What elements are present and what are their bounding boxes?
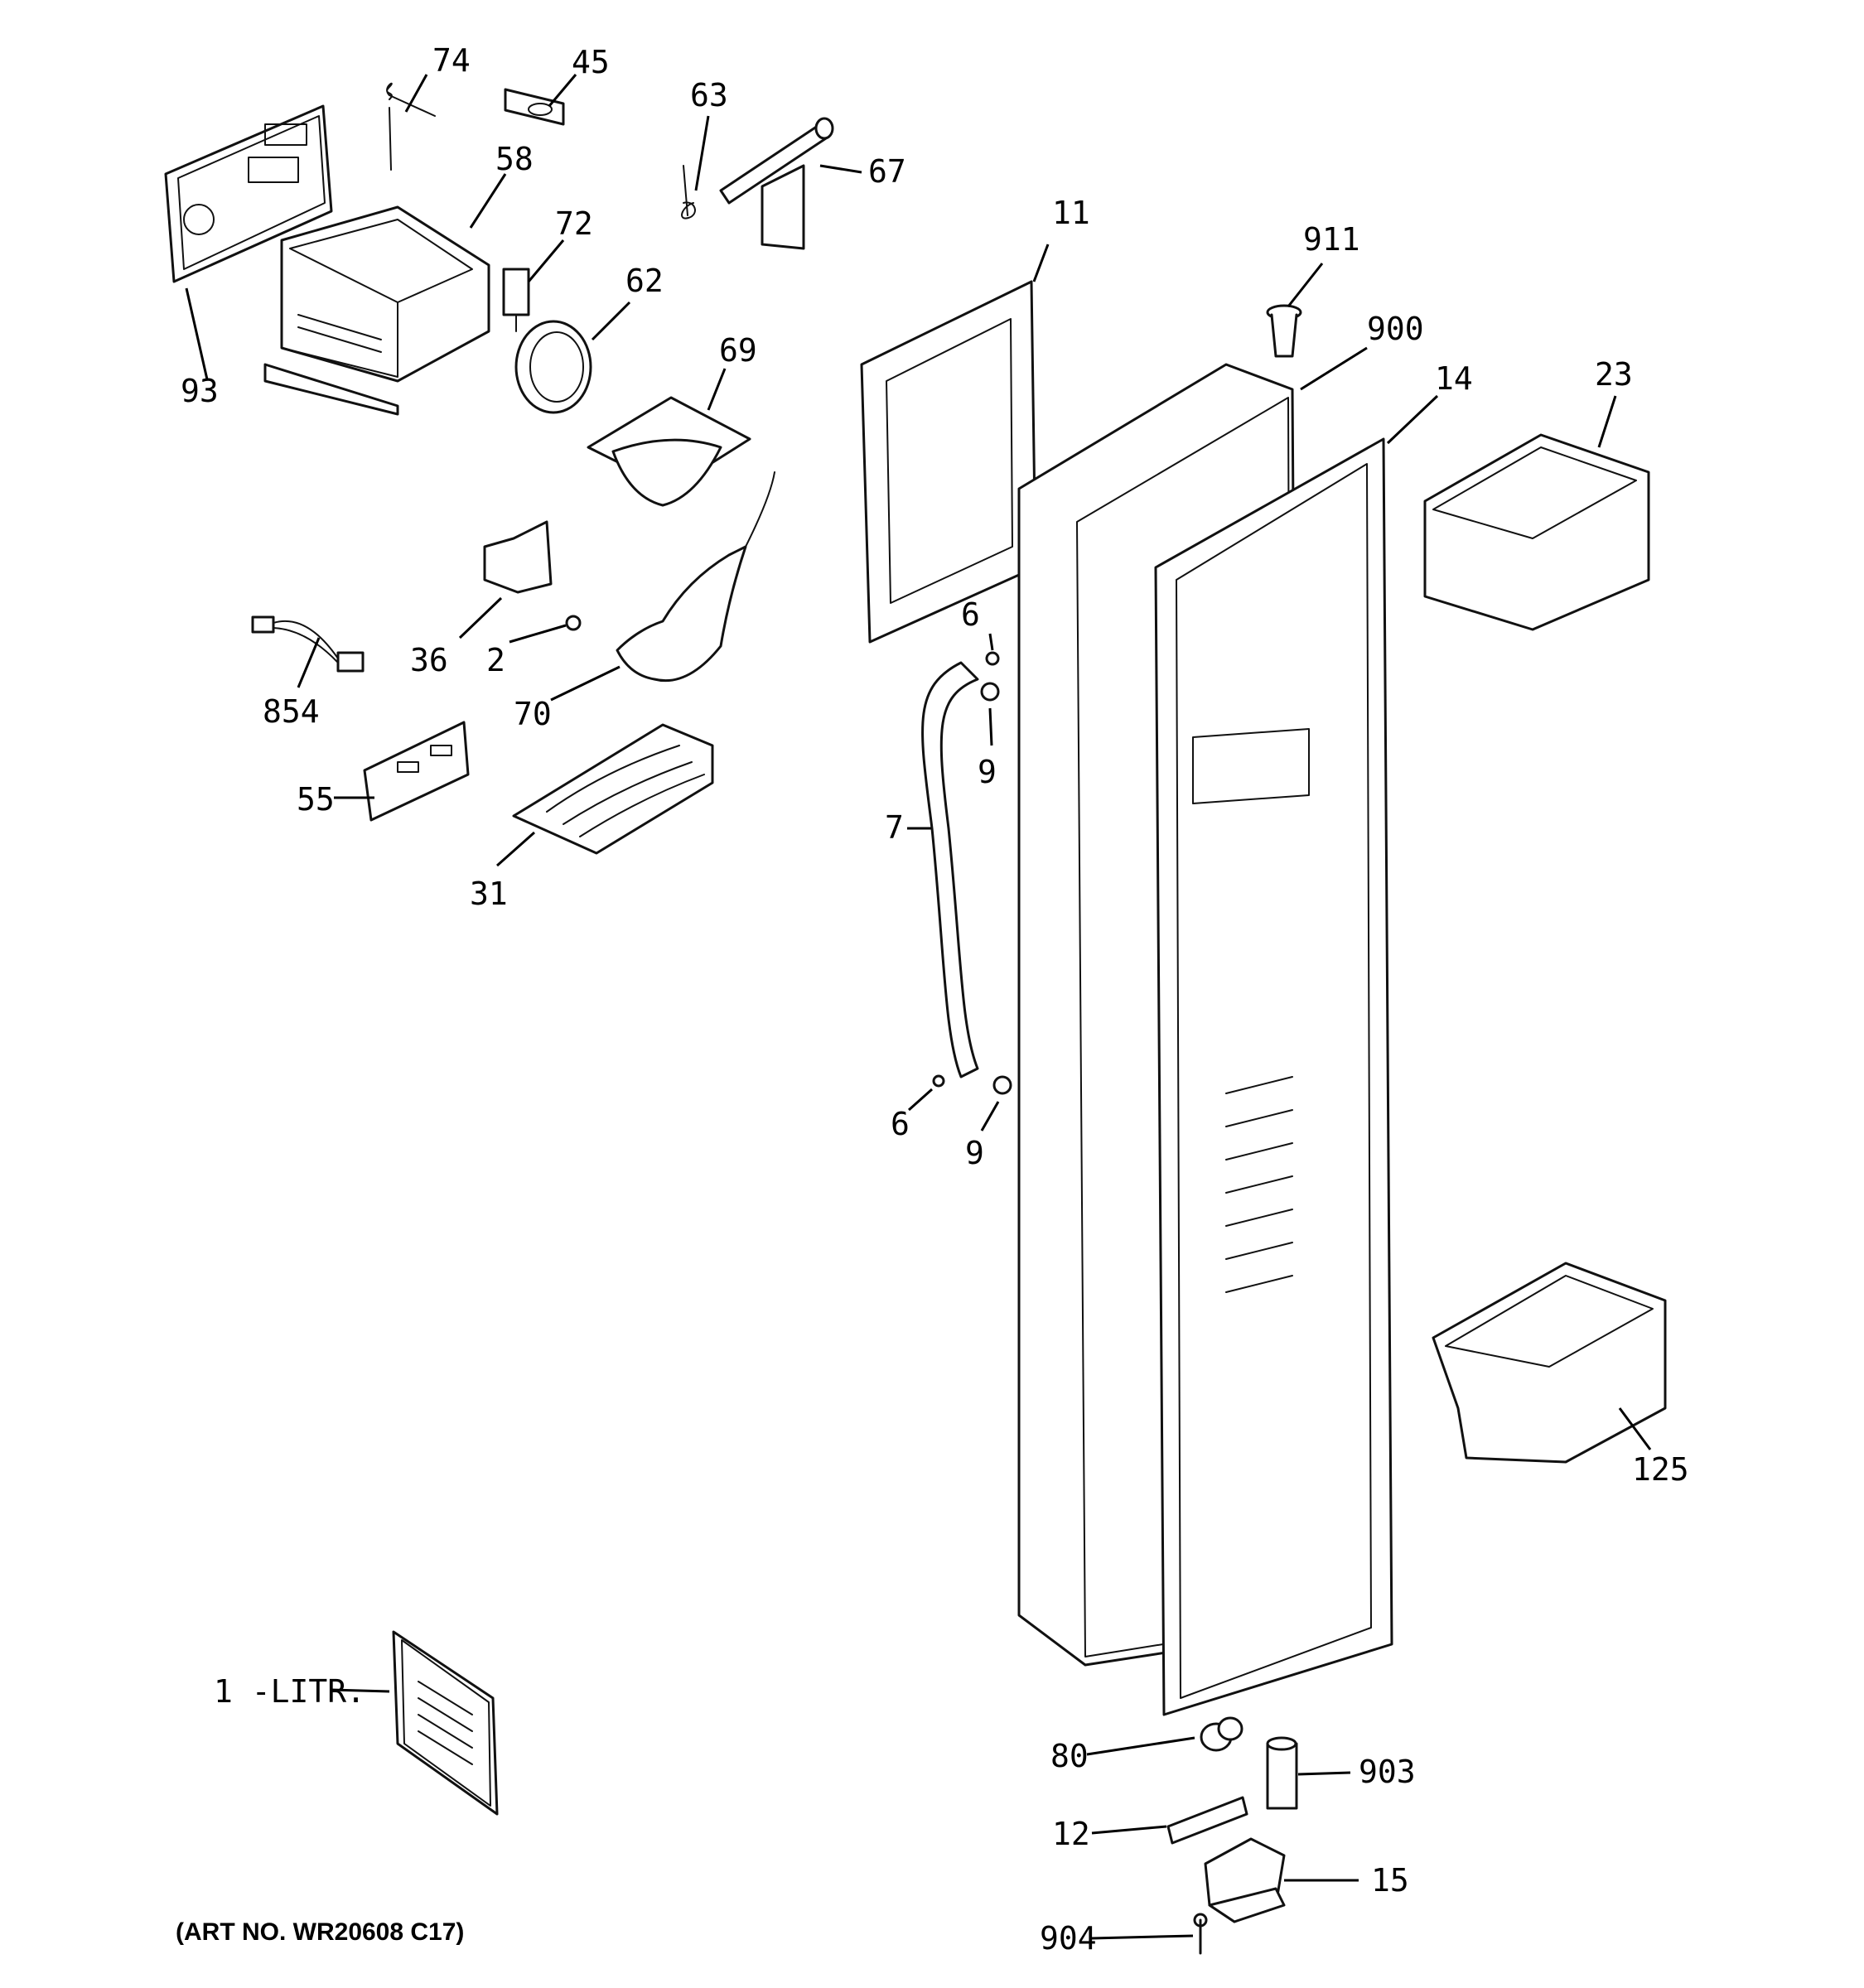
part-spring-63	[681, 165, 696, 220]
callouts: 74 45 63 67 58 72 93 62 69 11 911 900 14…	[181, 42, 1689, 1957]
callout-125: 125	[1632, 1451, 1689, 1488]
callout-70: 70	[514, 696, 552, 732]
art-number: (ART NO. WR20608 C17)	[176, 1918, 464, 1946]
part-harness-854	[251, 615, 365, 673]
part-gasket-14	[1154, 437, 1393, 1716]
callout-6-lower: 6	[891, 1106, 910, 1142]
part-switch-72	[502, 268, 530, 332]
callout-9-lower: 9	[965, 1135, 984, 1171]
callout-1-literature: 1 -LITR.	[214, 1673, 365, 1710]
part-screw-2	[565, 615, 582, 631]
part-handle-7	[921, 661, 979, 1078]
callout-74: 74	[432, 42, 471, 79]
part-funnel-69	[587, 396, 751, 507]
part-hinge-15	[1204, 1837, 1286, 1923]
callout-36: 36	[410, 642, 448, 678]
callout-23: 23	[1595, 356, 1633, 393]
callout-67: 67	[868, 153, 906, 190]
part-screw-904	[1193, 1913, 1208, 1955]
part-bracket-36	[483, 520, 553, 594]
callout-7: 7	[885, 809, 904, 846]
part-actuator-67	[719, 117, 834, 250]
part-dispenser-housing	[263, 205, 490, 416]
part-spring-74	[386, 82, 436, 171]
callout-58: 58	[495, 141, 534, 177]
callout-63: 63	[690, 77, 728, 113]
callout-904: 904	[1040, 1920, 1097, 1957]
callout-903: 903	[1359, 1754, 1416, 1790]
callout-854: 854	[263, 693, 320, 730]
callout-69: 69	[719, 332, 757, 369]
part-recess-frame-11	[860, 280, 1037, 644]
callout-2: 2	[486, 642, 505, 678]
callout-55: 55	[297, 781, 335, 818]
part-ring-62	[514, 320, 592, 414]
part-door-bin-23	[1423, 433, 1650, 631]
part-control-panel	[164, 104, 333, 283]
part-fasteners	[932, 651, 1012, 1095]
callout-14: 14	[1435, 360, 1473, 397]
part-pin-903	[1266, 1736, 1298, 1810]
callout-72: 72	[555, 205, 593, 242]
part-module-55	[363, 721, 470, 822]
part-bushing-80	[1200, 1716, 1243, 1752]
callout-11: 11	[1052, 195, 1090, 231]
part-literature-1	[392, 1630, 499, 1816]
callout-80: 80	[1050, 1738, 1089, 1774]
callout-15: 15	[1371, 1862, 1409, 1899]
part-bushing-911	[1266, 304, 1302, 358]
part-grille-31	[512, 723, 714, 855]
callout-6-upper: 6	[961, 596, 980, 633]
callout-45: 45	[572, 44, 610, 80]
part-bracket-45	[504, 88, 565, 126]
leader-lines	[185, 74, 1652, 1940]
callout-900: 900	[1367, 311, 1424, 347]
callout-62: 62	[625, 263, 664, 299]
callout-9-upper: 9	[978, 754, 997, 790]
callout-31: 31	[470, 876, 508, 912]
callout-12: 12	[1052, 1816, 1090, 1852]
callout-911: 911	[1303, 221, 1360, 258]
callout-93: 93	[181, 373, 219, 409]
part-chute-70	[616, 471, 775, 683]
part-door-bin-125	[1432, 1262, 1667, 1464]
part-hinge-bracket-12	[1166, 1796, 1248, 1845]
